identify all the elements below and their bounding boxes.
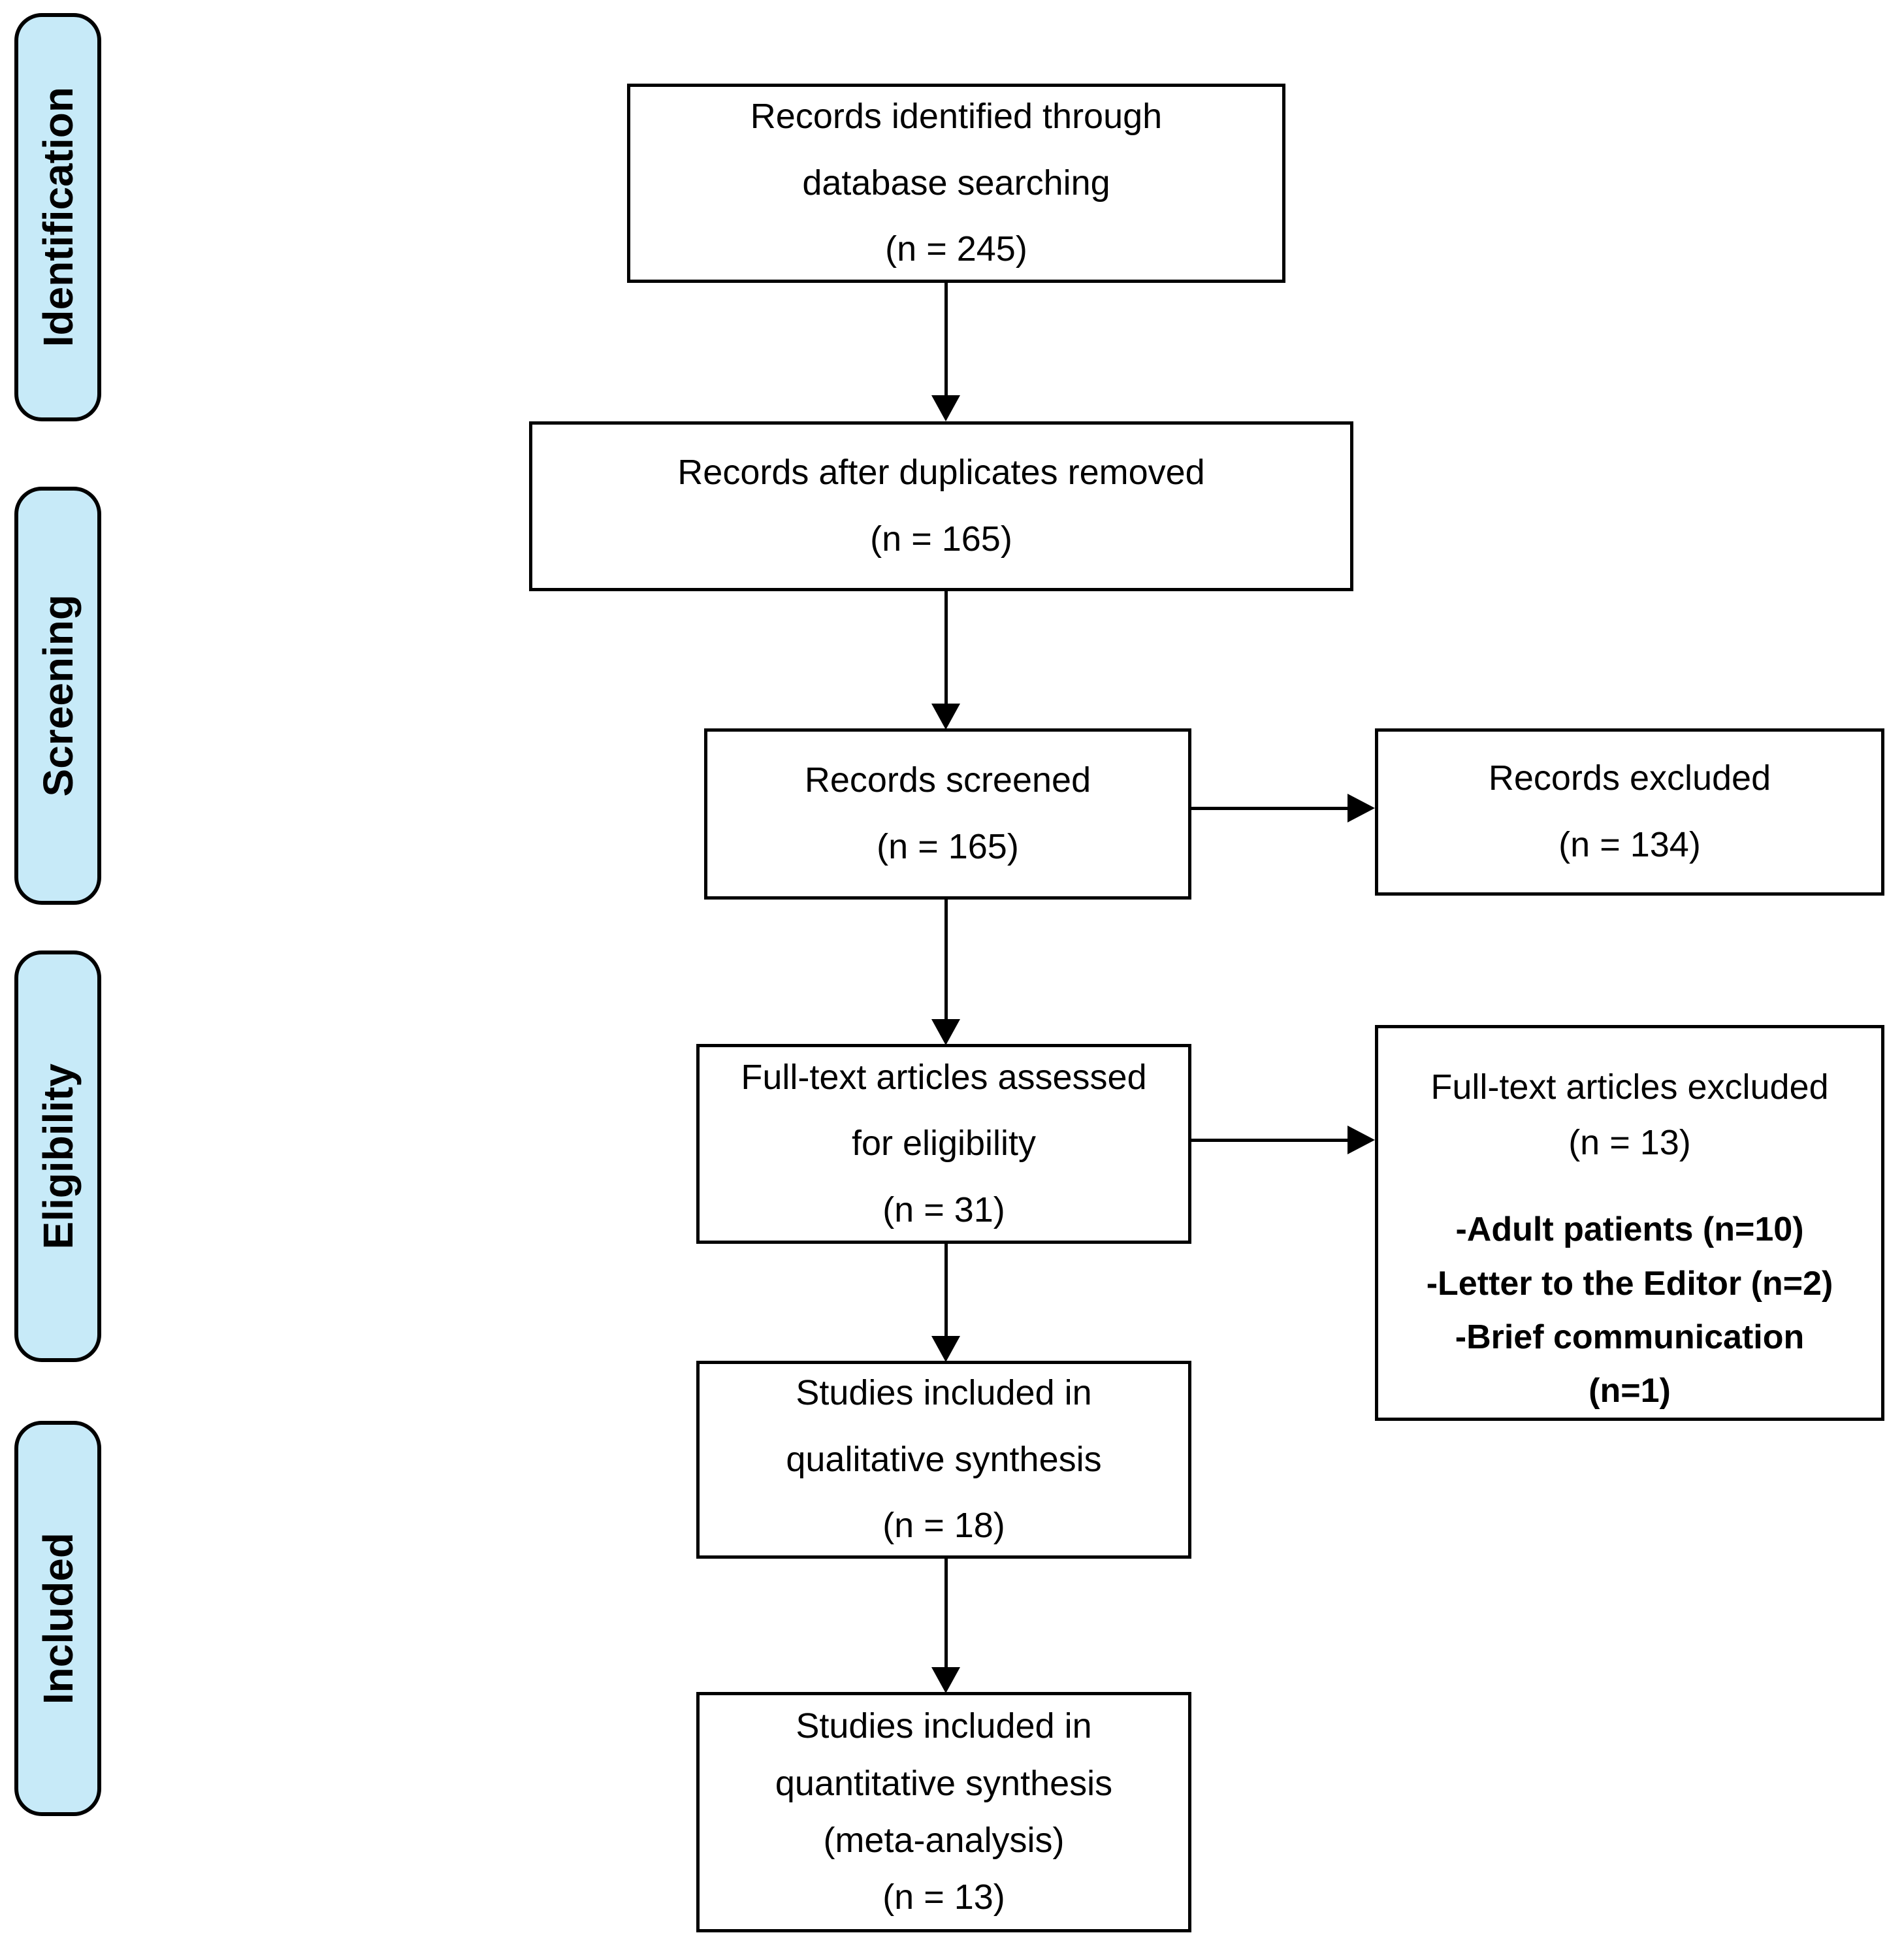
text-line: (n = 13) — [882, 1877, 1005, 1917]
arrow-line — [944, 1244, 948, 1336]
stage-label-screening: Screening — [34, 594, 82, 797]
arrow-line — [944, 283, 948, 395]
arrow-screened-to-fulltext — [931, 900, 960, 1045]
box-quantitative-synthesis: Studies included in quantitative synthes… — [696, 1692, 1191, 1932]
arrow-screened-to-excluded — [1191, 793, 1375, 823]
text-line: (n = 18) — [882, 1506, 1005, 1546]
arrow-line — [944, 900, 948, 1019]
arrow-duplicates-to-screened — [931, 591, 960, 730]
arrow-line — [944, 1559, 948, 1667]
box-qualitative-synthesis: Studies included in qualitative synthesi… — [696, 1361, 1191, 1559]
arrow-line — [944, 591, 948, 704]
text-line: quantitative synthesis — [775, 1763, 1113, 1803]
arrowhead-down-icon — [931, 704, 960, 730]
arrowhead-down-icon — [931, 1336, 960, 1362]
text-line: Records screened — [804, 760, 1091, 800]
arrow-identified-to-duplicates — [931, 283, 960, 421]
arrow-fulltext-to-excluded — [1191, 1125, 1375, 1155]
stage-label-identification: Identification — [34, 87, 82, 348]
text-line: Studies included in — [796, 1706, 1092, 1746]
box-fulltext-assessed: Full-text articles assessed for eligibil… — [696, 1044, 1191, 1244]
text-line: for eligibility — [851, 1124, 1037, 1163]
text-line: (n = 13) — [1568, 1123, 1691, 1163]
text-line: (n = 31) — [882, 1190, 1005, 1229]
box-records-excluded: Records excluded (n = 134) — [1375, 728, 1884, 896]
arrow-qualitative-to-quantitative — [931, 1559, 960, 1693]
stage-identification: Identification — [14, 13, 101, 421]
box-duplicates-removed: Records after duplicates removed (n = 16… — [529, 421, 1353, 591]
arrowhead-down-icon — [931, 1019, 960, 1045]
arrowhead-right-icon — [1347, 1126, 1375, 1154]
arrow-fulltext-to-qualitative — [931, 1244, 960, 1362]
text-line: Records after duplicates removed — [677, 453, 1205, 493]
text-line: (n = 165) — [870, 519, 1012, 559]
exclusion-reason-line: -Letter to the Editor (n=2) — [1426, 1264, 1833, 1303]
text-line: (n = 165) — [877, 827, 1019, 866]
exclusion-reason-line: -Adult patients (n=10) — [1455, 1211, 1804, 1249]
arrowhead-right-icon — [1347, 794, 1375, 822]
text-line: (n = 134) — [1558, 825, 1701, 864]
text-line: Full-text articles assessed — [741, 1057, 1147, 1097]
text-line: (meta-analysis) — [823, 1821, 1065, 1860]
arrow-line — [1191, 806, 1347, 810]
stage-label-included: Included — [34, 1532, 82, 1705]
stage-included: Included — [14, 1421, 101, 1816]
exclusion-reason-line: -Brief communication — [1455, 1318, 1805, 1356]
arrowhead-down-icon — [931, 1667, 960, 1693]
box-fulltext-excluded: Full-text articles excluded (n = 13) -Ad… — [1375, 1025, 1884, 1421]
text-line: database searching — [802, 163, 1110, 203]
arrow-line — [1191, 1138, 1347, 1142]
text-line: Full-text articles excluded — [1430, 1067, 1829, 1107]
box-records-screened: Records screened (n = 165) — [704, 728, 1191, 900]
text-line: Records excluded — [1488, 758, 1771, 798]
text-line: Studies included in — [796, 1373, 1092, 1413]
stage-label-eligibility: Eligibility — [34, 1063, 82, 1250]
text-line: (n = 245) — [885, 229, 1027, 269]
stage-eligibility: Eligibility — [14, 951, 101, 1362]
stage-screening: Screening — [14, 487, 101, 905]
text-line: Records identified through — [750, 97, 1163, 137]
arrowhead-down-icon — [931, 395, 960, 421]
exclusion-reason-line: (n=1) — [1589, 1371, 1671, 1410]
text-line: qualitative synthesis — [786, 1439, 1102, 1479]
box-records-identified: Records identified through database sear… — [627, 84, 1285, 283]
